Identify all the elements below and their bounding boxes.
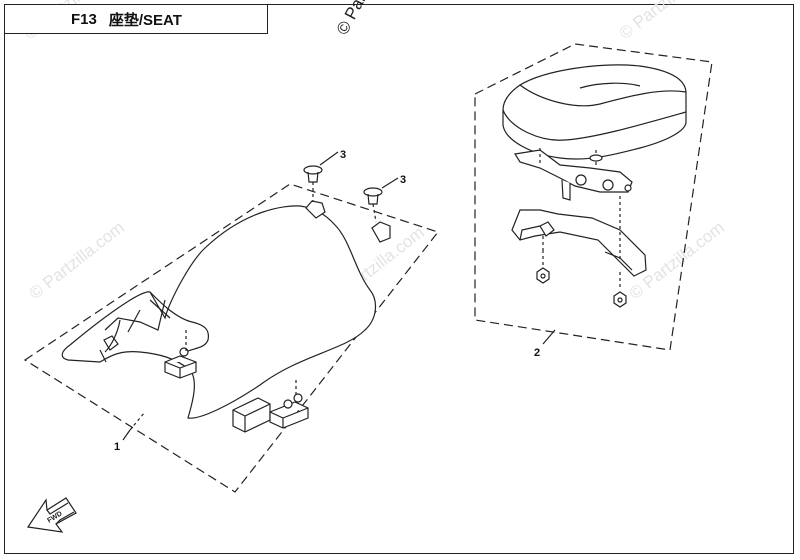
rear-seat-bracket	[514, 149, 633, 193]
leader-bolt-right	[381, 177, 399, 189]
rear-seat-group	[474, 43, 713, 351]
front-seat-rubber-right	[269, 401, 309, 429]
front-seat-hook-left	[305, 200, 326, 219]
front-seat-group	[23, 151, 440, 493]
figure-code: F13	[71, 10, 97, 28]
bolt-right	[363, 187, 383, 223]
front-seat-underside	[104, 291, 210, 353]
front-seat-harness	[99, 335, 119, 363]
watermark-dark: © Parts	[333, 0, 377, 38]
leader-front-seat	[122, 429, 131, 441]
callout-bolt-left: 3	[340, 149, 346, 161]
fwd-arrow: FWD	[26, 497, 77, 533]
diagram-frame	[4, 4, 794, 554]
front-seat-boundary	[23, 183, 440, 493]
rear-seat-frame	[511, 209, 647, 277]
callout-bolt-right: 3	[400, 174, 406, 186]
rear-nut-right	[613, 196, 627, 308]
figure-name: 座垫/SEAT	[108, 11, 182, 29]
front-seat-stud	[283, 399, 293, 409]
watermark: © Partzilla.com	[26, 218, 128, 304]
callout-front-seat: 1	[114, 441, 120, 453]
leader-rear-seat	[542, 329, 556, 345]
leader-bolt-left	[319, 151, 339, 166]
front-seat-stud	[179, 347, 189, 357]
callout-rear-seat: 2	[534, 347, 540, 359]
leader-front-seat-ext	[129, 411, 146, 431]
front-seat-hook-right	[371, 221, 391, 243]
watermark: © Partzilla.com	[616, 0, 718, 43]
rear-seat-pad	[502, 64, 687, 160]
figure-title: F13 座垫/SEAT	[4, 4, 268, 34]
rear-nut-left	[536, 236, 550, 284]
rear-seat-boundary	[474, 43, 713, 351]
rear-seat-pad-edge	[502, 109, 687, 141]
bolt-left	[303, 165, 323, 202]
rear-seat-pad-top	[519, 82, 687, 107]
front-seat-rubber-center	[232, 397, 271, 433]
front-seat-stud	[293, 393, 303, 403]
front-seat-rubber-left	[164, 355, 197, 379]
